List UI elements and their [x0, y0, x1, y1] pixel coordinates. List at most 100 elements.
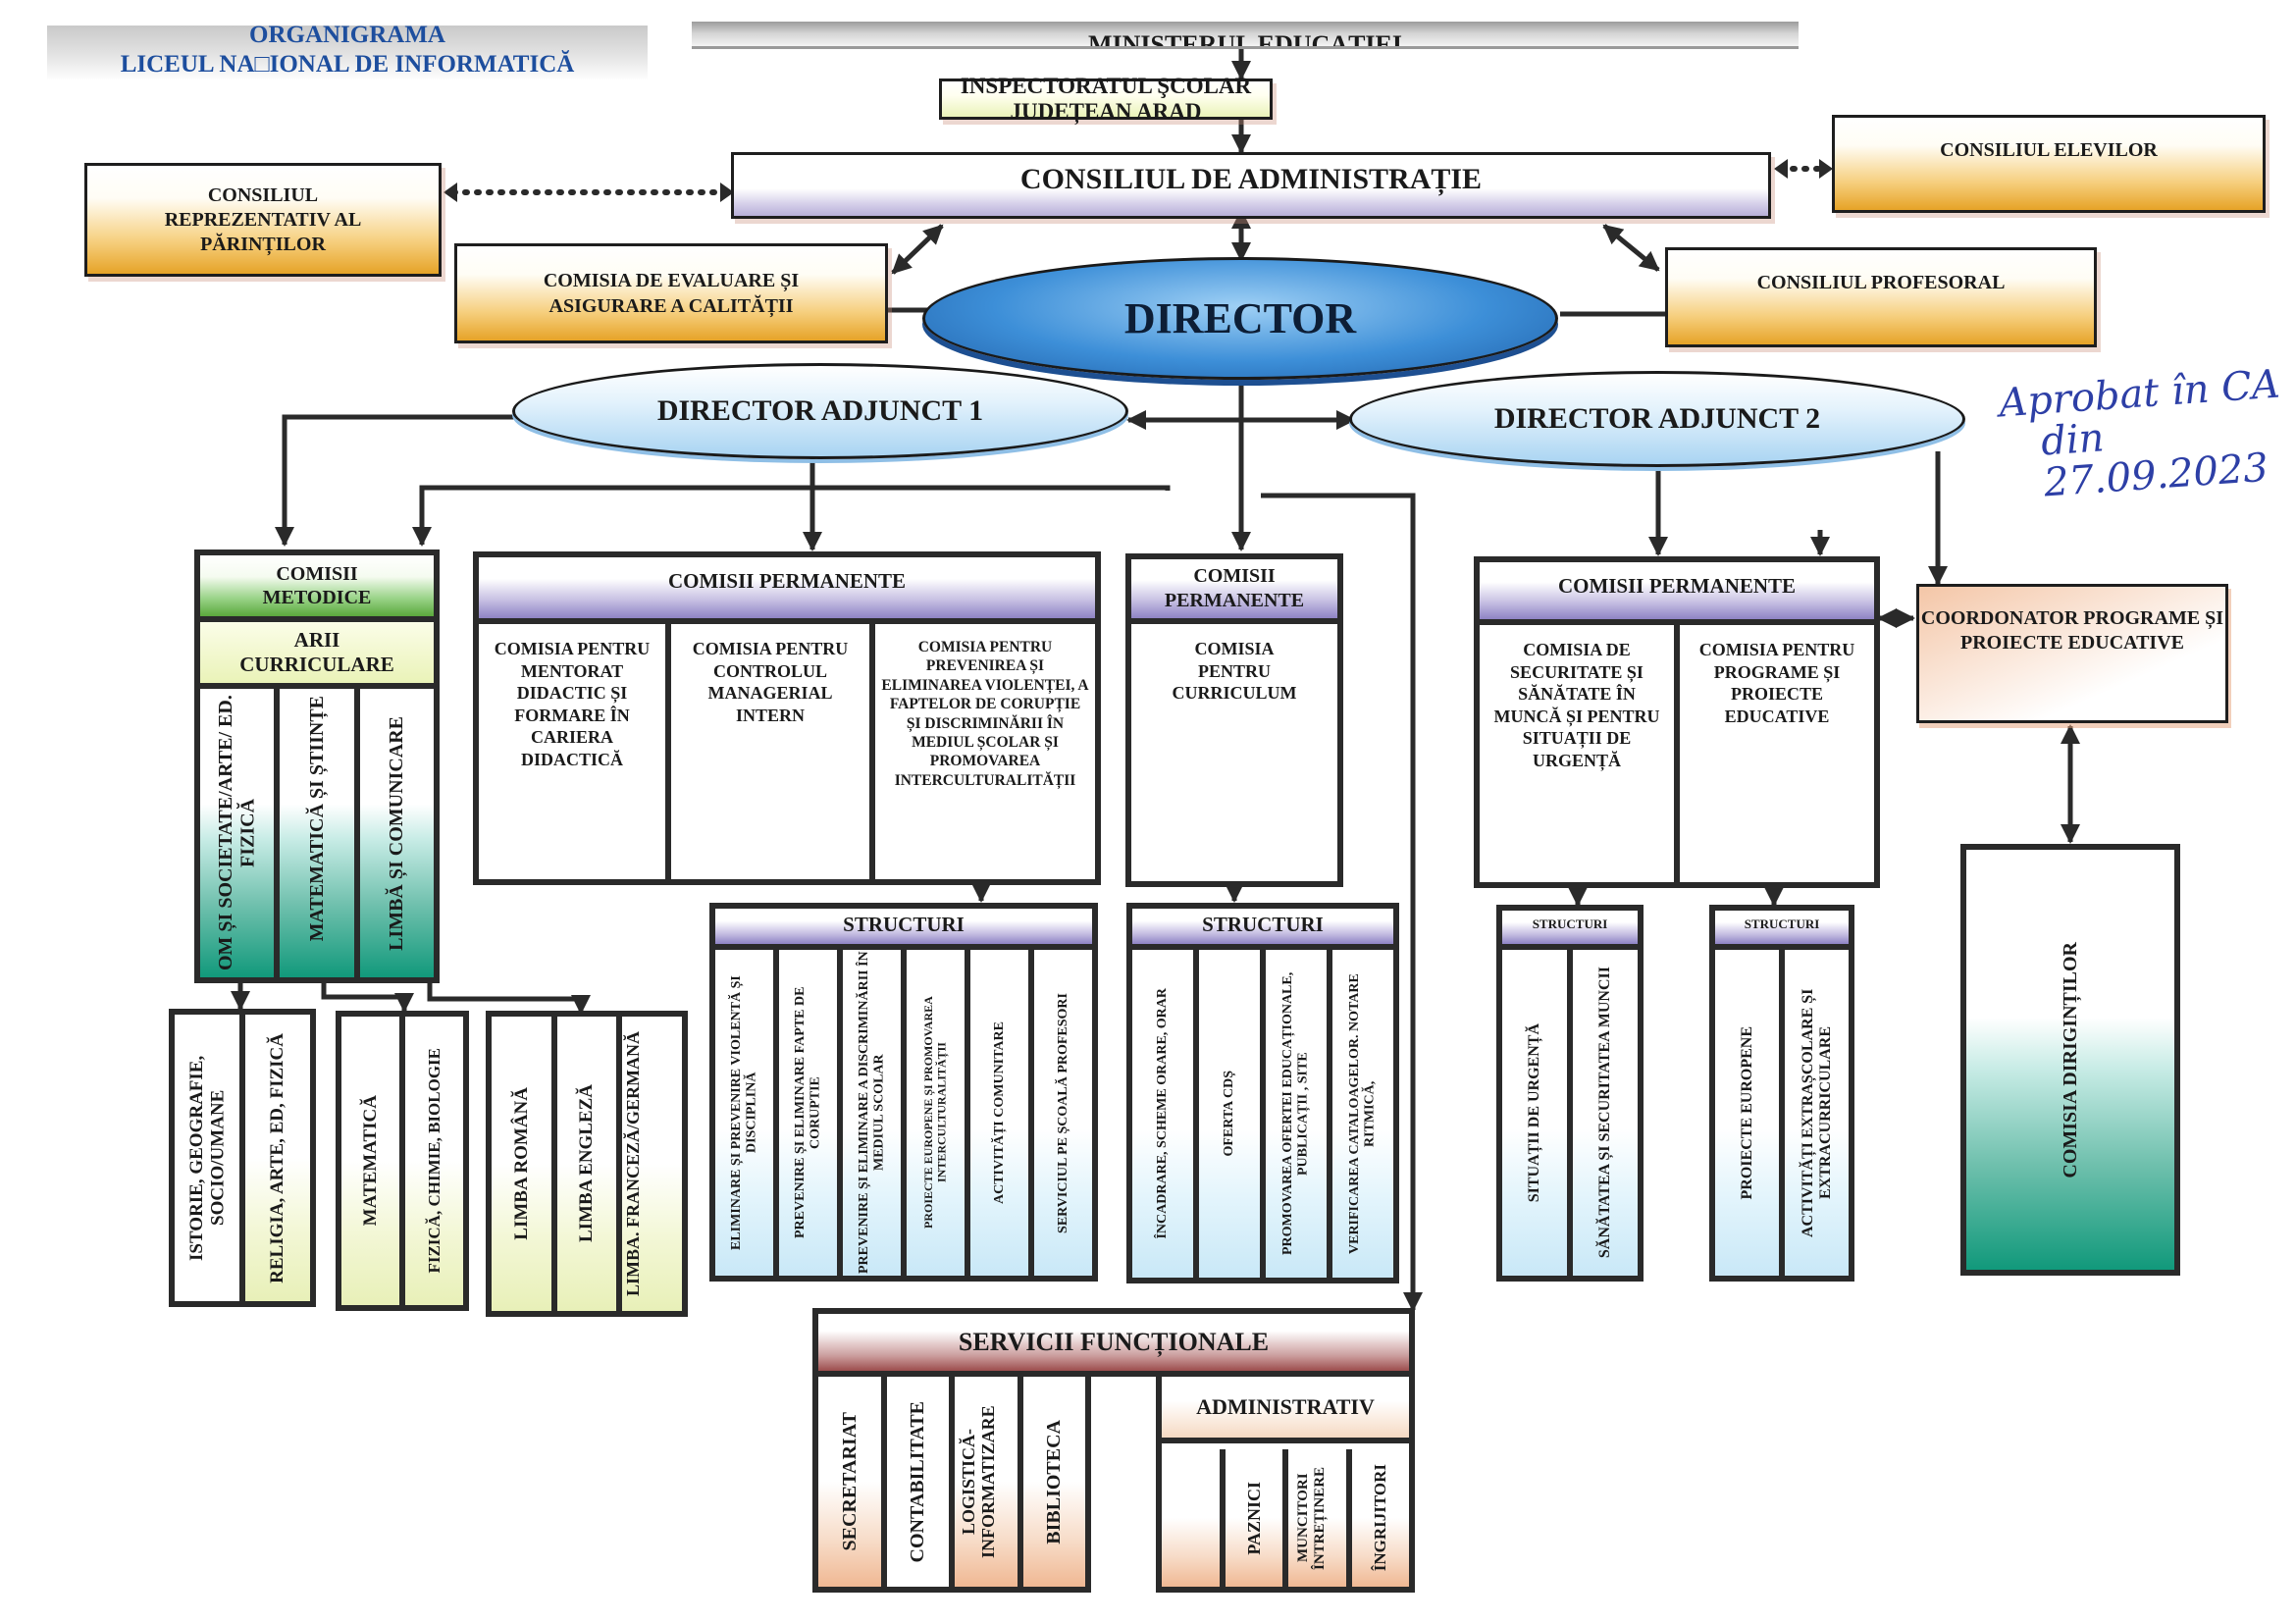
ministry-label: MINISTERUL EDUCAȚIEI: [1087, 30, 1403, 49]
functional-services-title: SERVICII FUNCȚIONALE: [958, 1328, 1270, 1356]
structure-label: PROIECTE EUROPENE ȘI PROMOVAREA INTERCUL…: [921, 996, 949, 1230]
service-column: BIBLIOTECA: [1022, 1377, 1091, 1587]
structures-4-panel: STRUCTURI PROIECTE EUROPENE ACTIVITĂȚI E…: [1709, 905, 1854, 1282]
permanent-commissions-1-panel: COMISII PERMANENTE COMISIA PENTRU MENTOR…: [473, 551, 1101, 885]
commission-label: COMISIA DE SECURITATE ȘI SĂNĂTATE ÎN MUN…: [1493, 640, 1660, 770]
approval-note-line2: din 27.09.2023: [2039, 415, 2270, 506]
structure-column: SITUAȚII DE URGENȚĂ: [1502, 950, 1573, 1276]
structure-label: VERIFICAREA CATALOAGELOR. NOTARE RITMICĂ…: [1347, 973, 1378, 1254]
parents-council-label: CONSILIUL REPREZENTATIV AL PĂRINȚILOR: [164, 183, 362, 255]
admin-column: [1162, 1449, 1226, 1587]
functional-services-panel: SERVICII FUNCȚIONALE SECRETARIAT CONTABI…: [812, 1308, 1415, 1593]
subject-column: ISTORIE, GEOGRAFIE, SOCIO/UMANE: [175, 1015, 245, 1301]
structure-column: PROMOVAREA OFERTEI EDUCAȚIONALE, PUBLICA…: [1266, 950, 1332, 1278]
admin-label: MUNCITORI ÎNTREȚINERE: [1295, 1466, 1329, 1570]
structure-column: ELIMINARE ȘI PREVENIRE VIOLENTĂ ȘI DISCI…: [715, 950, 779, 1276]
structure-label: PROMOVAREA OFERTEI EDUCAȚIONALE, PUBLICA…: [1280, 971, 1311, 1256]
structure-column: ACTIVITĂȚI COMUNITARE: [970, 950, 1034, 1276]
commission-label: COMISIA PENTRU CONTROLUL MANAGERIAL INTE…: [692, 639, 849, 725]
teachers-council-label: CONSILIUL PROFESORAL: [1756, 272, 2006, 293]
homeroom-teachers-commission-box: COMISIA DIRIGINȚILOR: [1960, 844, 2180, 1276]
methodical-commissions-title: COMISII METODICE: [262, 563, 372, 608]
admin-label: PAZNICI: [1243, 1481, 1264, 1555]
approval-note: Aprobat în CA din 27.09.2023: [1998, 362, 2296, 507]
subject-group-1: ISTORIE, GEOGRAFIE, SOCIO/UMANE RELIGIA,…: [169, 1009, 316, 1307]
subject-column: RELIGIA, ARTE, ED, FIZICĂ: [245, 1015, 310, 1301]
inspectorate-box: INSPECTORATUL ŞCOLAR JUDEȚEAN ARAD: [939, 74, 1273, 124]
commission-column: COMISIA DE SECURITATE ȘI SĂNĂTATE ÎN MUN…: [1480, 625, 1680, 882]
structure-label: PROIECTE EUROPENE: [1738, 1025, 1755, 1200]
inspectorate-label: INSPECTORATUL ŞCOLAR JUDEȚEAN ARAD: [960, 74, 1252, 124]
dotted-arrow-left: [444, 183, 457, 202]
admin-column: PAZNICI: [1225, 1449, 1288, 1587]
structure-label: ACTIVITĂȚI EXTRAȘCOLARE ȘI EXTRACURRICUL…: [1799, 988, 1834, 1237]
administrative-section: ADMINISTRATIV PAZNICI MUNCITORI ÎNTREȚIN…: [1156, 1377, 1415, 1593]
structure-label: SERVICIUL PE ȘCOALĂ PROFESORI: [1055, 992, 1070, 1233]
structure-column: VERIFICAREA CATALOAGELOR. NOTARE RITMICĂ…: [1332, 950, 1393, 1278]
admin-column: MUNCITORI ÎNTREȚINERE: [1288, 1449, 1352, 1587]
commission-column: COMISIA PENTRU CURRICULUM: [1131, 624, 1337, 881]
students-council-box: CONSILIUL ELEVILOR: [1832, 115, 2266, 213]
service-column: SECRETARIAT: [818, 1377, 887, 1587]
deputy-director-2-ellipse: DIRECTOR ADJUNCT 2: [1349, 371, 1965, 467]
structures-2-panel: STRUCTURI ÎNCADRARE, SCHEME ORARE, ORAR …: [1126, 903, 1399, 1283]
structure-column: PROIECTE EUROPENE: [1715, 950, 1785, 1276]
ministry-box: MINISTERUL EDUCAȚIEI: [692, 22, 1799, 49]
commission-column: COMISIA PENTRU PREVENIREA ȘI ELIMINAREA …: [875, 624, 1095, 879]
chart-title: ORGANIGRAMA: [249, 22, 445, 48]
subject-label: LIMBA ENGLEZĂ: [576, 1084, 598, 1243]
dotted-arrow-ca: [1774, 159, 1788, 179]
parents-council-box: CONSILIUL REPREZENTATIV AL PĂRINȚILOR: [84, 163, 442, 277]
permanent-commissions-2-header: COMISII PERMANENTE: [1480, 562, 1874, 625]
service-label: SECRETARIAT: [838, 1412, 861, 1551]
structure-column: ÎNCADRARE, SCHEME ORARE, ORAR: [1132, 950, 1199, 1278]
homeroom-teachers-commission-label: COMISIA DIRIGINȚILOR: [2059, 941, 2081, 1178]
subject-label: LIMBA. FRANCEZĂ/GERMANĂ: [622, 1031, 643, 1296]
structures-2-title: STRUCTURI: [1202, 913, 1324, 936]
service-column: LOGISTICĂ-INFORMATIZARE: [955, 1377, 1023, 1587]
structures-3-header: STRUCTURI: [1502, 911, 1638, 950]
board-box: CONSILIUL DE ADMINISTRAȚIE: [731, 152, 1771, 219]
structure-column: SĂNĂTATEA ȘI SECURITATEA MUNCII: [1573, 950, 1638, 1276]
area-label: MATEMATICĂ ȘI ȘTIINȚE: [305, 695, 328, 942]
permanent-commissions-1-title: COMISII PERMANENTE: [667, 569, 907, 593]
subject-group-3: LIMBA ROMÂNĂ LIMBA ENGLEZĂ LIMBA. FRANCE…: [486, 1011, 688, 1317]
quality-commission-box: COMISIA DE EVALUARE ȘI ASIGURARE A CALIT…: [454, 243, 888, 343]
subject-column: LIMBA. FRANCEZĂ/GERMANĂ: [622, 1017, 683, 1311]
functional-services-header: SERVICII FUNCȚIONALE: [818, 1314, 1409, 1377]
permanent-commissions-2-title: COMISII PERMANENTE: [1557, 574, 1797, 598]
structures-1-panel: STRUCTURI ELIMINARE ȘI PREVENIRE VIOLENT…: [709, 903, 1098, 1282]
subject-group-2: MATEMATICĂ FIZICĂ, CHIMIE, BIOLOGIE: [336, 1011, 469, 1311]
subject-column: LIMBA ENGLEZĂ: [556, 1017, 623, 1311]
area-column: MATEMATICĂ ȘI ȘTIINȚE: [280, 689, 360, 977]
curricular-areas-header: ARII CURRICULARE: [200, 622, 434, 689]
commission-column: COMISIA PENTRU MENTORAT DIDACTIC ȘI FORM…: [479, 624, 671, 879]
commission-column: COMISIA PENTRU PROGRAME ȘI PROIECTE EDUC…: [1680, 625, 1874, 882]
structures-1-header: STRUCTURI: [715, 909, 1092, 950]
commission-column: COMISIA PENTRU CONTROLUL MANAGERIAL INTE…: [671, 624, 875, 879]
structures-3-title: STRUCTURI: [1532, 916, 1608, 931]
commission-label: COMISIA PENTRU CURRICULUM: [1172, 639, 1297, 703]
commission-label: COMISIA PENTRU PREVENIREA ȘI ELIMINAREA …: [881, 639, 1089, 789]
teachers-council-box: CONSILIUL PROFESORAL: [1665, 247, 2097, 347]
dotted-arrow-elevi: [1819, 159, 1833, 179]
administrative-title: ADMINISTRATIV: [1196, 1394, 1375, 1419]
curriculum-commission-title: COMISII PERMANENTE: [1164, 565, 1305, 611]
structures-1-title: STRUCTURI: [843, 913, 965, 936]
methodical-commissions-panel: COMISII METODICE ARII CURRICULARE OM ȘI …: [194, 550, 440, 983]
commission-label: COMISIA PENTRU MENTORAT DIDACTIC ȘI FORM…: [494, 639, 651, 769]
admin-column: ÎNGRIJITORI: [1351, 1449, 1409, 1587]
service-label: BIBLIOTECA: [1043, 1419, 1066, 1544]
subject-column: MATEMATICĂ: [341, 1017, 405, 1305]
structure-column: ACTIVITĂȚI EXTRAȘCOLARE ȘI EXTRACURRICUL…: [1785, 950, 1849, 1276]
line-ca-quality: [891, 224, 944, 275]
area-label: OM ȘI SOCIETATE/ARTE/ ED. FIZICĂ: [215, 695, 259, 971]
curricular-areas-title: ARII CURRICULARE: [239, 627, 394, 676]
service-column: CONTABILITATE: [886, 1377, 955, 1587]
structure-label: ÎNCADRARE, SCHEME ORARE, ORAR: [1155, 988, 1171, 1239]
admin-label: ÎNGRIJITORI: [1371, 1464, 1390, 1572]
structure-column: SERVICIUL PE ȘCOALĂ PROFESORI: [1034, 950, 1092, 1276]
line-metodice-g2: [321, 981, 414, 1013]
structure-label: PREVENIRE ȘI ELIMINARE FAPTE DE CORUPTIE: [792, 986, 823, 1239]
deputy-director-1-label: DIRECTOR ADJUNCT 1: [656, 394, 984, 427]
